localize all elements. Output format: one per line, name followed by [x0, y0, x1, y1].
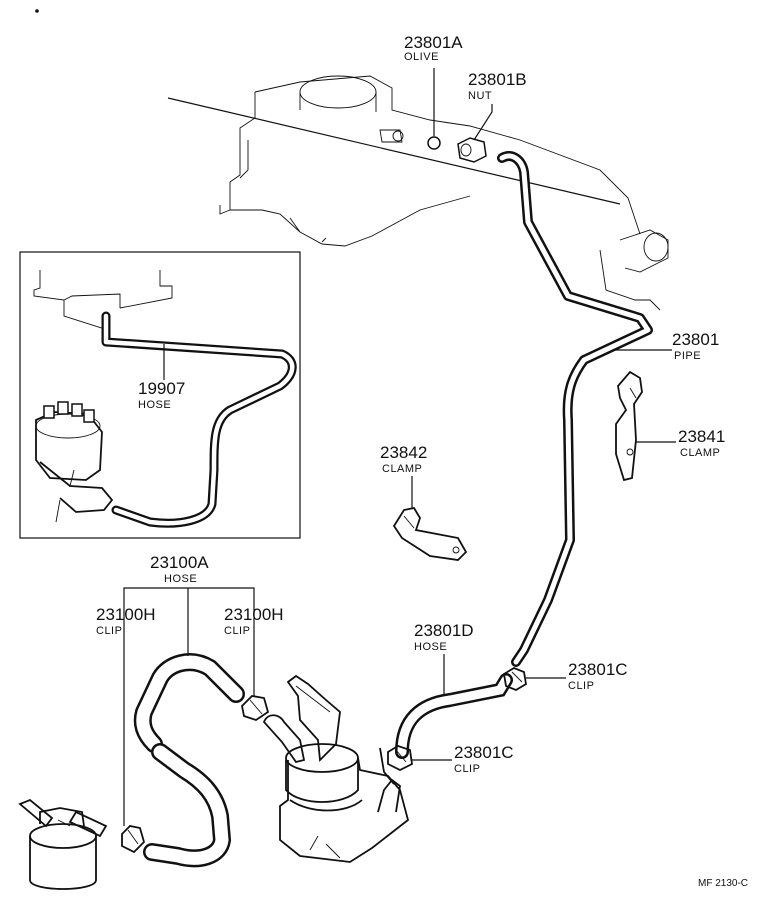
part-name: PIPE — [674, 350, 701, 362]
clip-23100h-left-part — [121, 640, 146, 854]
part-label-23100h-right: 23100H CLIP — [224, 605, 284, 637]
part-label-23801: 23801 PIPE — [672, 330, 719, 362]
clip-23100h-right-part — [241, 638, 270, 721]
inset-detail-box — [19, 251, 301, 539]
part-number: 19907 — [138, 379, 185, 398]
part-number: 23801C — [568, 660, 628, 679]
part-name: HOSE — [138, 399, 171, 411]
figure-reference: MF 2130-C — [698, 878, 748, 889]
hose-group-bracket — [123, 587, 255, 640]
part-number: 23801A — [404, 33, 463, 52]
part-label-23100a: 23100A HOSE — [150, 553, 209, 585]
part-name: CLIP — [224, 625, 250, 637]
part-number: 23842 — [380, 443, 427, 462]
part-number: 23801B — [468, 70, 527, 89]
carburetor-illustration — [167, 75, 669, 311]
part-number: 23100H — [96, 605, 156, 624]
part-label-23801c-lower: 23801C CLIP — [454, 743, 514, 775]
fuel-pump-illustration — [262, 674, 410, 863]
part-name: CLIP — [454, 763, 480, 775]
olive-part — [427, 68, 441, 150]
clip-23801c-upper-part — [503, 666, 566, 692]
hose-23100a-part — [133, 588, 245, 868]
clamp-23841-part — [615, 370, 676, 482]
part-label-23801a: 23801A OLIVE — [404, 33, 463, 63]
fuel-filter-illustration — [18, 798, 108, 890]
fuel-pipe — [497, 151, 672, 667]
part-number: 23801C — [454, 743, 514, 762]
part-name: HOSE — [414, 641, 447, 653]
part-name: CLAMP — [680, 447, 720, 459]
part-name: CLIP — [96, 625, 122, 637]
part-label-23842: 23842 CLAMP — [380, 443, 427, 475]
part-label-19907: 19907 HOSE — [138, 379, 185, 411]
hose-23801d-part — [395, 654, 513, 759]
part-label-23801b: 23801B NUT — [468, 70, 527, 102]
part-number: 23801 — [672, 330, 719, 349]
part-name: NUT — [468, 90, 492, 102]
part-number: 23100H — [224, 605, 284, 624]
part-name: CLAMP — [382, 463, 422, 475]
part-label-23801c-upper: 23801C CLIP — [568, 660, 628, 692]
distributor-illustration — [35, 401, 114, 523]
part-label-23100h-left: 23100H CLIP — [96, 605, 156, 637]
clip-23801c-lower-part — [387, 745, 452, 772]
clamp-23842-part — [392, 476, 468, 561]
part-name: HOSE — [164, 573, 197, 585]
nut-part — [457, 104, 493, 163]
corner-mark — [35, 9, 39, 13]
part-number: 23100A — [150, 553, 209, 572]
part-label-23841: 23841 CLAMP — [678, 427, 725, 459]
part-number: 23801D — [414, 621, 474, 640]
part-name: CLIP — [568, 680, 594, 692]
part-label-23801d: 23801D HOSE — [414, 621, 474, 653]
part-number: 23841 — [678, 427, 725, 446]
part-name: OLIVE — [404, 51, 439, 63]
